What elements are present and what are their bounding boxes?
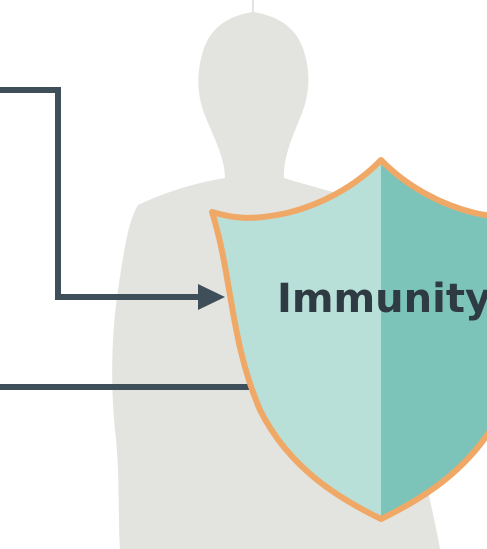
- shield-label: Immunity: [277, 276, 487, 322]
- arrow-right-icon: [0, 87, 225, 310]
- shield-icon: [209, 157, 487, 522]
